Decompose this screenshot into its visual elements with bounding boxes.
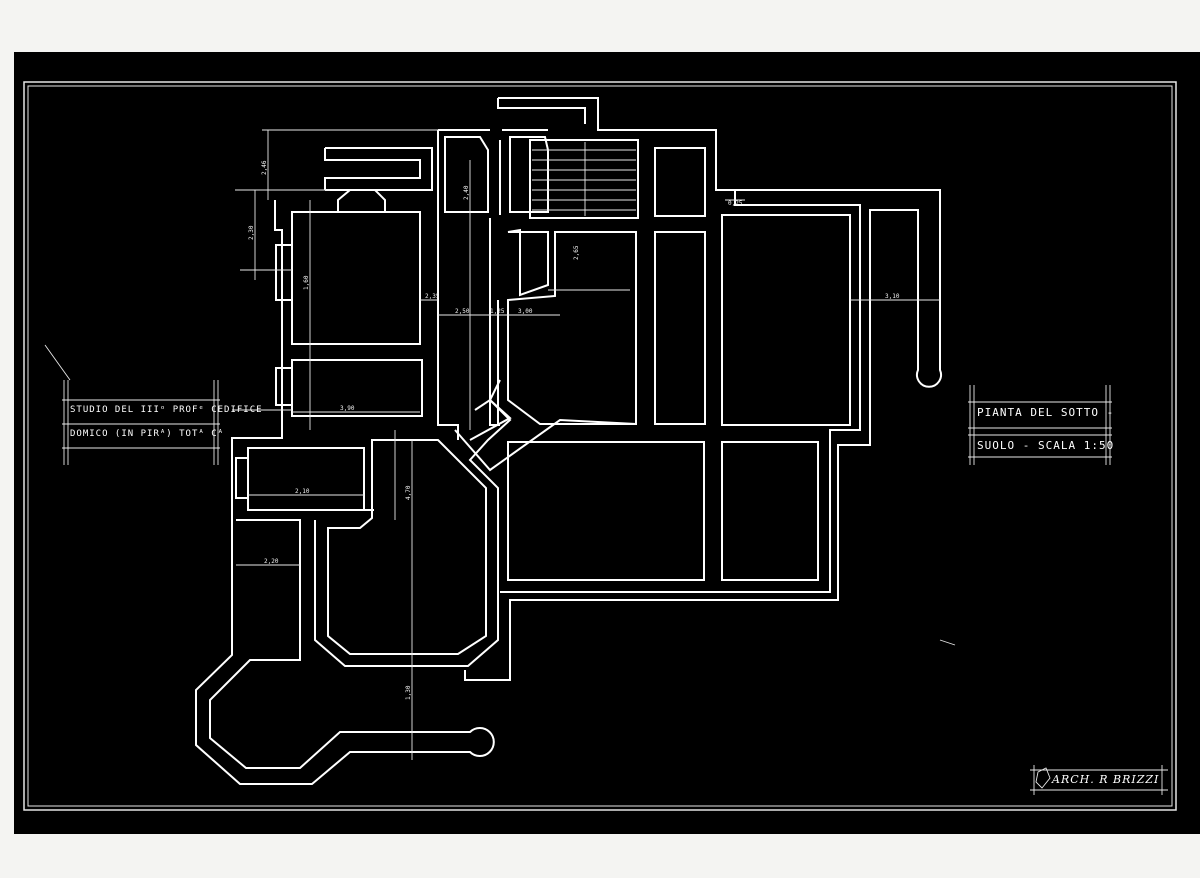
wall-east-corridor — [464, 189, 942, 681]
outer-frame — [23, 81, 1177, 811]
room-lower-octagon — [327, 439, 487, 655]
dim-label: 2,20 — [264, 558, 279, 565]
stair-treads — [532, 142, 636, 216]
title-block-left-frame — [62, 380, 220, 465]
dim-label: 2,30 — [248, 225, 255, 240]
room-central — [507, 228, 549, 297]
corridor-diagonal — [454, 418, 637, 472]
wall-top-duct — [498, 97, 735, 191]
room-right-tall — [654, 231, 706, 425]
title-block-left-line2: DOMICO (IN PIRᴬ) TOTᴬ Cᴬ — [70, 429, 225, 439]
title-block-right-frame — [968, 385, 1112, 465]
dim-label: 2,65 — [573, 245, 580, 260]
dimension-lines — [44, 129, 956, 760]
dim-label: 3,10 — [885, 293, 900, 300]
dim-label: 3,00 — [518, 308, 533, 315]
dim-label: 2,10 — [295, 488, 310, 495]
wall-outer-north — [325, 147, 433, 191]
room-right-low — [721, 441, 819, 581]
title-block-right-line1: PIANTA DEL SOTTO - — [977, 406, 1115, 419]
signature-frame — [1030, 765, 1168, 795]
dim-label: 2,50 — [455, 308, 470, 315]
dim-label: 2,46 — [261, 160, 268, 175]
dim-label: 1,25 — [490, 308, 505, 315]
room-center-low — [507, 441, 705, 581]
wall-outer-west — [195, 200, 495, 785]
dimension-labels: 2,46 2,30 1,60 2,35 2,50 1,25 3,00 2,40 … — [248, 160, 900, 700]
stair-block — [529, 139, 639, 219]
dim-label: 1,60 — [303, 275, 310, 290]
dim-label: 0,25 — [728, 200, 743, 207]
dim-label: 2,40 — [463, 185, 470, 200]
dim-label: 4,70 — [405, 485, 412, 500]
room-right-big — [721, 214, 851, 426]
floor-plan-walls — [195, 97, 942, 785]
title-block-right-line2: SUOLO - SCALA 1:50 — [977, 439, 1115, 452]
title-block-left-line1: STUDIO DEL IIIᵒ PROFᵉ CEDIFICE — [70, 405, 263, 415]
architect-signature: ARCH. R BRIZZI — [1052, 773, 1160, 786]
dim-label: 3,90 — [340, 405, 355, 412]
inner-frame — [27, 85, 1173, 807]
room-right-small-top — [654, 147, 706, 217]
dim-label: 1,30 — [405, 685, 412, 700]
dim-label: 2,35 — [425, 293, 440, 300]
